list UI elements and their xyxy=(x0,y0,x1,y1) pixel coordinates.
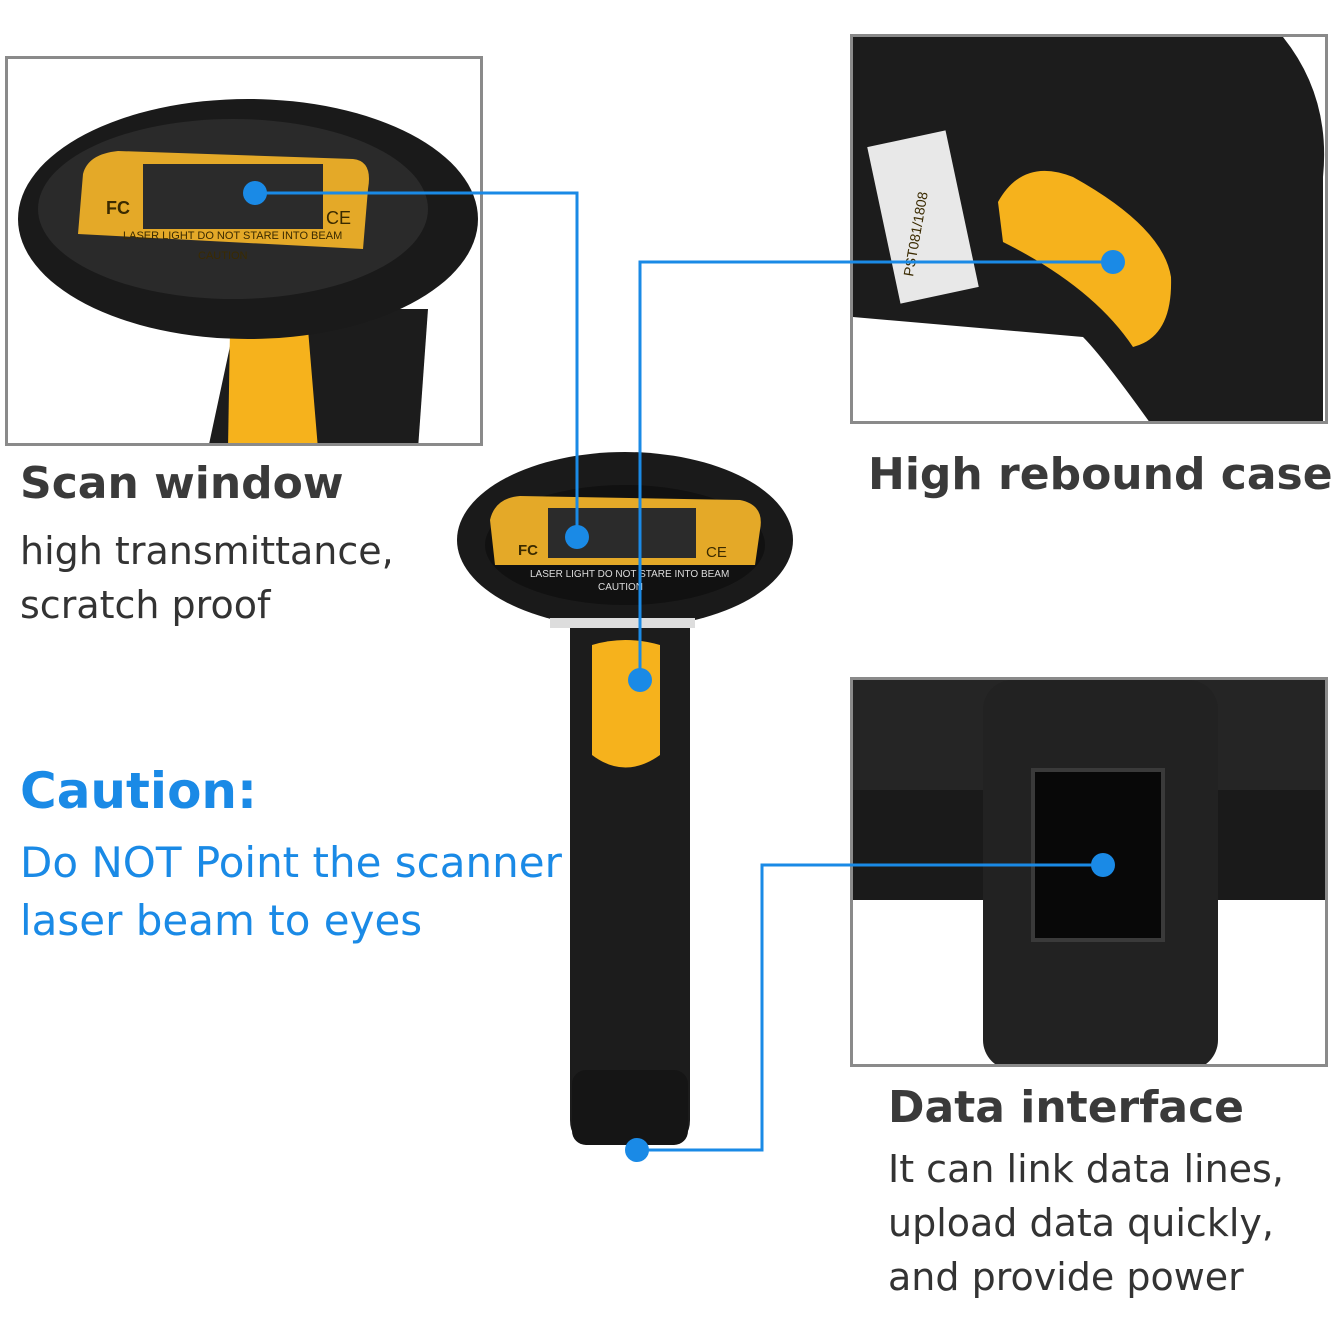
ce-mark: CE xyxy=(706,544,727,561)
data-interface-title: Data interface xyxy=(888,1082,1244,1133)
rebound-case-connector xyxy=(638,260,1113,680)
fc-mark: FC xyxy=(106,198,130,218)
scan-window-desc-2: scratch proof xyxy=(20,583,271,627)
caution-mark: CAUTION xyxy=(198,250,248,262)
data-interface-connector xyxy=(637,863,1103,1152)
data-interface-desc-2: upload data quickly, xyxy=(888,1201,1274,1245)
ce-mark: CE xyxy=(326,208,351,228)
caution-line-1: Do NOT Point the scanner xyxy=(20,838,562,887)
scan-window-title: Scan window xyxy=(20,458,344,509)
warning-text: LASER LIGHT DO NOT STARE INTO BEAM xyxy=(530,569,729,580)
rebound-case-photo: PST081/1808 xyxy=(850,34,1328,424)
caution-mark: CAUTION xyxy=(598,582,643,593)
fc-mark: FC xyxy=(518,542,538,559)
scan-window-connector xyxy=(255,191,579,537)
rebound-case-title: High rebound case xyxy=(868,449,1333,500)
caution-title: Caution: xyxy=(20,762,258,820)
scan-window-desc-1: high transmittance, xyxy=(20,529,394,573)
scan-window-photo: FC CE LASER LIGHT DO NOT STARE INTO BEAM… xyxy=(5,56,483,446)
caution-line-2: laser beam to eyes xyxy=(20,896,423,945)
warning-text: LASER LIGHT DO NOT STARE INTO BEAM xyxy=(123,230,342,242)
data-interface-desc-1: It can link data lines, xyxy=(888,1147,1284,1191)
data-interface-desc-3: and provide power xyxy=(888,1255,1244,1299)
